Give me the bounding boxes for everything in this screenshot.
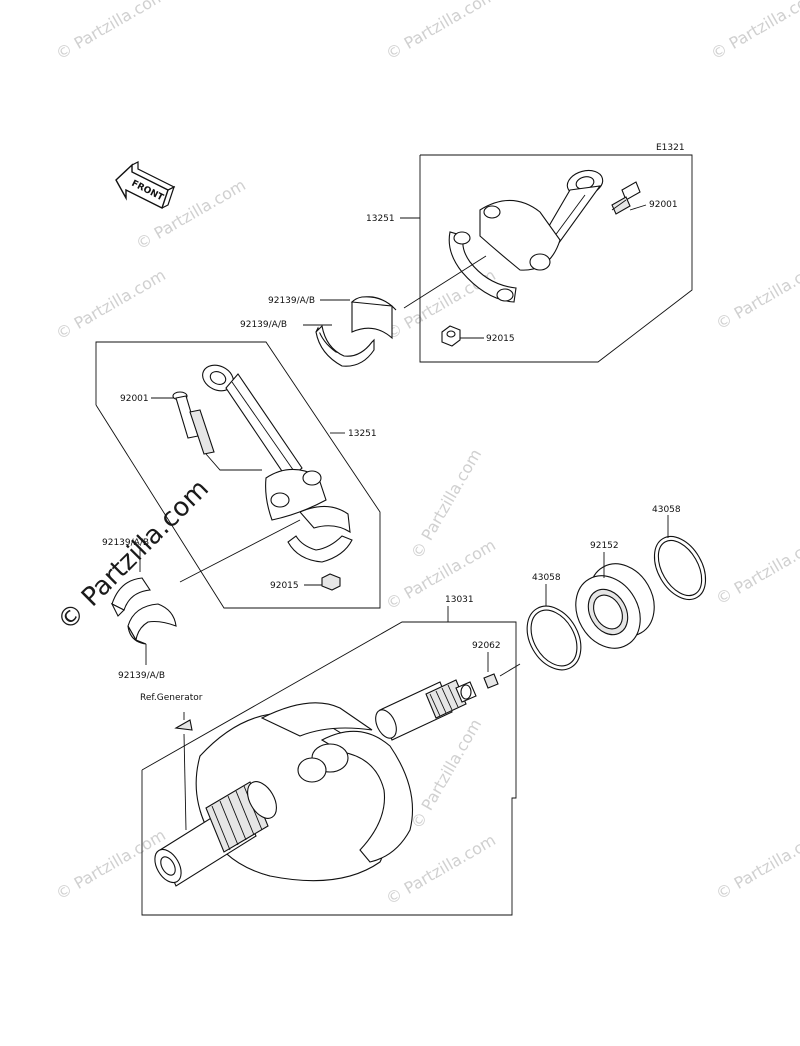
watermark: © Partzilla.com <box>713 825 800 903</box>
callout-92139-b: 92139/A/B <box>240 320 287 330</box>
top-conrod-box <box>400 154 693 363</box>
watermark: © Partzilla.com <box>383 535 499 613</box>
watermark: © Partzilla.com <box>713 255 800 333</box>
plug-92062 <box>483 652 521 689</box>
callout-92062: 92062 <box>472 641 501 651</box>
nut-92015-left <box>321 573 341 591</box>
watermark: © Partzilla.com <box>407 716 485 832</box>
watermark: © Partzilla.com <box>53 265 169 343</box>
callout-92001-top: 92001 <box>649 200 678 210</box>
front-arrow-icon: FRONT <box>115 161 176 209</box>
bearing-shell-upper-b <box>315 324 375 367</box>
callout-13031: 13031 <box>445 595 474 605</box>
nut-92015-top <box>441 325 461 347</box>
bearing-shell-lower-a <box>110 577 151 617</box>
o-ring-43058-right <box>653 515 707 600</box>
bearing-shell-upper-a <box>350 296 397 340</box>
callout-92015-top: 92015 <box>486 334 515 344</box>
callout-92139-a: 92139/A/B <box>268 296 315 306</box>
callout-92139-d: 92139/A/B <box>118 671 165 681</box>
bearing-shell-lower-b <box>127 603 177 645</box>
callout-92015-left: 92015 <box>270 581 299 591</box>
bolt-92001-top <box>611 181 641 215</box>
oil-seal-92152 <box>575 552 655 649</box>
crankshaft-box <box>141 606 517 916</box>
watermark: © Partzilla.com <box>53 0 169 63</box>
watermark: © Partzilla.com <box>53 825 169 903</box>
callout-92139-c: 92139/A/B <box>102 538 149 548</box>
watermark: © Partzilla.com <box>713 530 800 608</box>
callout-92001-left: 92001 <box>120 394 149 404</box>
connecting-rod-top <box>448 169 604 303</box>
crankshaft <box>154 679 477 887</box>
callout-43058-mid: 43058 <box>532 573 561 583</box>
watermark: © Partzilla.com <box>383 0 499 63</box>
o-ring-43058-mid <box>526 584 582 671</box>
diagram-code: E1321 <box>656 143 685 153</box>
callout-43058-right: 43058 <box>652 505 681 515</box>
callout-13251-top: 13251 <box>366 214 395 224</box>
watermark-layer: © Partzilla.com © Partzilla.com © Partzi… <box>52 0 800 908</box>
ref-generator-label: Ref.Generator <box>140 693 203 703</box>
woodruff-key <box>174 712 193 831</box>
callout-92152: 92152 <box>590 541 619 551</box>
bolt-92001-left <box>172 391 262 471</box>
callout-13251-left: 13251 <box>348 429 377 439</box>
watermark: © Partzilla.com <box>708 0 800 63</box>
connecting-rod-left <box>202 364 353 563</box>
